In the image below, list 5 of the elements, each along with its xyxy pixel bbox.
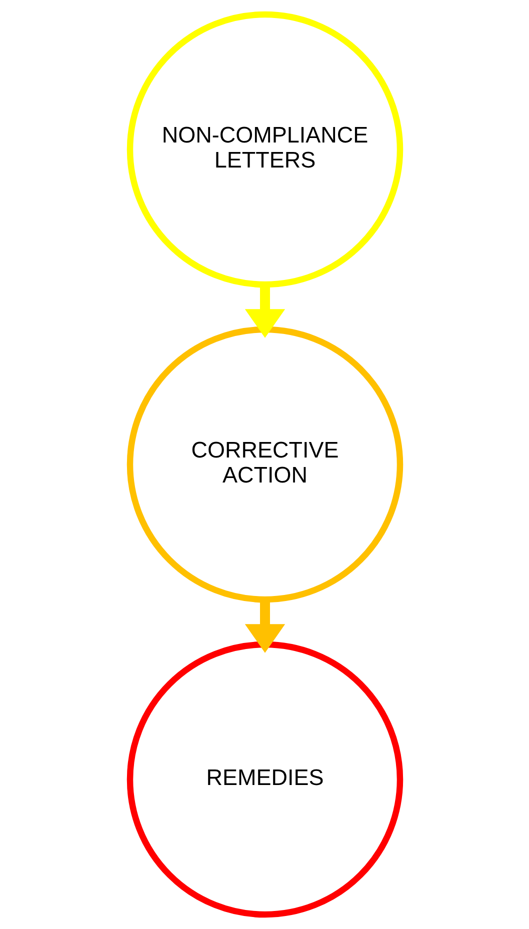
node-circle: REMEDIES <box>126 641 403 918</box>
node-circle: CORRECTIVE ACTION <box>126 326 403 603</box>
node-circle: NON-COMPLIANCE LETTERS <box>126 11 403 288</box>
arrow <box>244 284 285 338</box>
arrow <box>244 600 285 653</box>
